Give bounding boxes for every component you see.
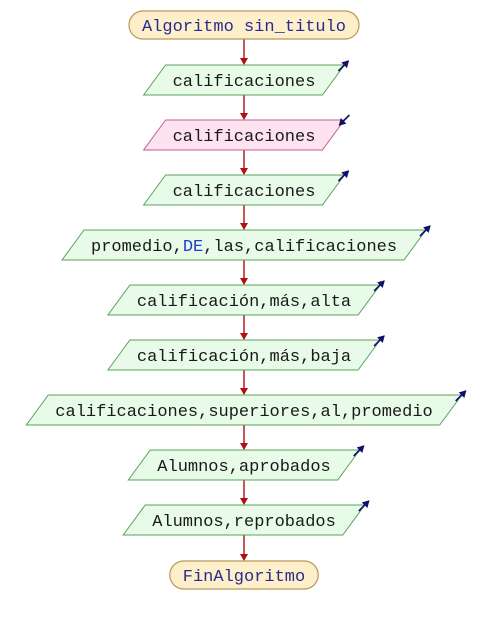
step-7-output: calificaciones,superiores,al,promedio [25,390,467,426]
step-6-shape [106,339,382,371]
step-6-output: calificación,más,baja [106,335,385,371]
output-arrow-icon [373,335,385,347]
keyword-text: DE [183,238,203,257]
step-2-label: calificaciones [173,128,316,147]
step-6-label: calificación,más,baja [137,348,351,367]
output-arrow-icon [455,390,467,402]
step-8-output: Alumnos,aprobados [127,445,365,481]
output-arrow-icon [419,225,431,237]
step-8-label: Alumnos,aprobados [157,458,330,477]
end-terminal-label: FinAlgoritmo [183,568,305,587]
step-2-input: calificaciones [142,114,350,151]
step-9-output: Alumnos,reprobados [122,500,370,536]
step-7-shape [25,394,463,426]
output-arrow-icon [337,60,350,72]
step-3-label: calificaciones [173,183,316,202]
step-1-output: calificaciones [142,60,350,96]
output-arrow-icon [337,170,350,182]
step-4-text-part: ,las,calificaciones [203,238,397,257]
step-3-output: calificaciones [142,170,350,206]
step-9-text-part: Alumnos,reprobados [152,513,336,532]
output-arrow-icon [353,445,365,457]
step-8-text-part: Alumnos,aprobados [157,458,330,477]
step-9-shape [122,504,366,536]
step-7-label: calificaciones,superiores,al,promedio [55,403,432,422]
step-8-shape [127,449,361,481]
step-5-text-part: calificación,más,alta [137,293,351,312]
step-3-shape [142,174,346,206]
step-4-text-part: promedio, [91,238,183,257]
step-2-text-part: calificaciones [173,128,316,147]
end-terminal-shape [169,560,319,590]
step-7-text-part: calificaciones,superiores,al,promedio [55,403,432,422]
output-arrow-icon [373,280,385,292]
step-2-shape [142,119,346,151]
start-terminal: Algoritmo sin_titulo [128,10,360,40]
end-terminal: FinAlgoritmo [169,560,319,590]
step-6-text-part: calificación,más,baja [137,348,351,367]
step-5-shape [106,284,382,316]
step-1-text-part: calificaciones [173,73,316,92]
step-5-output: calificación,más,alta [106,280,385,316]
start-terminal-shape [128,10,360,40]
step-4-shape [61,229,427,261]
step-5-label: calificación,más,alta [137,293,351,312]
step-3-text-part: calificaciones [173,183,316,202]
step-1-label: calificaciones [173,73,316,92]
step-1-shape [142,64,346,96]
step-9-label: Alumnos,reprobados [152,513,336,532]
output-arrow-icon [358,500,370,512]
step-4-label: promedio,DE,las,calificaciones [91,238,397,257]
start-terminal-label: Algoritmo sin_titulo [142,18,346,37]
input-arrow-icon [338,114,350,126]
step-4-output: promedio,DE,las,calificaciones [61,225,431,261]
